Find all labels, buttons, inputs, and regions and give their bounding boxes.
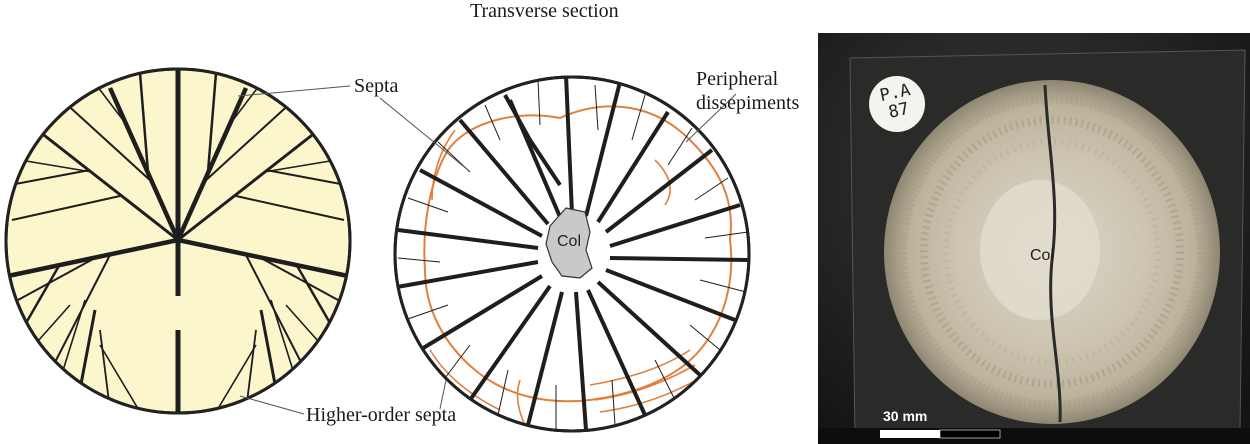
septum-major	[596, 280, 702, 377]
septum-higher	[215, 344, 257, 413]
septum-secondary	[20, 263, 62, 331]
septum-higher	[99, 344, 141, 413]
leader-line-septa	[237, 85, 351, 97]
septum-higher	[61, 99, 153, 183]
specimen-tag	[869, 76, 925, 132]
dissepiment-line	[429, 349, 501, 411]
septum-major	[609, 203, 741, 248]
leader-line-higher	[239, 395, 305, 415]
septa-schematic-diagram	[4, 67, 352, 415]
septum-major	[574, 291, 588, 431]
septum-major	[419, 168, 543, 238]
septum-major	[609, 256, 749, 262]
septum-minor	[397, 257, 441, 263]
scale-bar-white	[880, 430, 940, 438]
septum-minor	[704, 231, 749, 239]
septum-higher	[59, 299, 86, 381]
label-peripheral-dissepiments: Peripheral dissepiments	[696, 67, 799, 115]
septum-minor	[537, 79, 541, 126]
septum-secondary	[138, 72, 150, 173]
septum-minor	[407, 197, 449, 213]
septum-minor	[484, 104, 501, 141]
scale-bar-black	[939, 429, 1001, 439]
septum-higher	[270, 299, 297, 381]
leader-line-peripheral	[685, 93, 737, 143]
septum-higher	[19, 159, 93, 173]
septum-major	[526, 291, 564, 426]
label-higher-order-septa: Higher-order septa	[306, 404, 457, 426]
specimen-crack	[1043, 84, 1062, 423]
septum-minor	[699, 279, 747, 293]
septum-secondary	[177, 130, 317, 242]
septum-major	[397, 228, 539, 250]
septum-major	[396, 260, 539, 289]
septum-minor	[654, 359, 676, 401]
septum-higher	[265, 169, 347, 186]
septum-higher	[260, 257, 339, 301]
septum-minor	[611, 379, 616, 426]
septum-secondary	[39, 130, 179, 242]
label-peripheral-line2: dissepiments	[696, 92, 800, 114]
transverse-section-diagram	[393, 75, 751, 433]
septum-minor	[689, 324, 721, 351]
septum-secondary	[206, 72, 218, 173]
septum-minor	[444, 344, 471, 379]
septum-major	[564, 77, 574, 215]
septum-major	[468, 284, 552, 402]
septum-minor	[694, 177, 729, 201]
label-columella-diagram: Col	[556, 233, 581, 250]
dissepiment-line	[516, 379, 526, 426]
specimen-photo	[818, 33, 1250, 444]
septum-higher	[235, 195, 345, 221]
columella-shape	[545, 207, 593, 279]
septum-primary	[107, 87, 181, 241]
septum-higher	[263, 159, 337, 173]
dissepiment-line	[431, 129, 456, 201]
septum-higher	[203, 99, 295, 183]
septum-major	[458, 118, 550, 226]
figure-title: Transverse section	[470, 0, 619, 22]
dissepiment-line	[594, 364, 696, 401]
septum-major	[596, 110, 670, 224]
label-columella-photo: Col	[1030, 247, 1055, 264]
septum-minor	[594, 84, 599, 131]
septum-major	[605, 268, 736, 322]
septum-major	[503, 94, 562, 187]
label-septa: Septa	[354, 75, 399, 97]
leader-line-higher	[439, 379, 447, 410]
septum-major	[604, 148, 714, 234]
septum-major	[584, 81, 622, 217]
dissepiment-line	[599, 377, 701, 413]
dissepiment-line	[423, 105, 733, 403]
septum-minor	[404, 304, 449, 321]
septum-primary	[175, 87, 249, 241]
septum-minor	[497, 369, 509, 416]
septum-major	[418, 274, 544, 352]
septum-minor	[631, 94, 646, 141]
label-peripheral-line1: Peripheral	[696, 68, 779, 90]
septum-major	[586, 289, 647, 416]
scale-bar-label: 30 mm	[883, 408, 928, 424]
septum-secondary	[294, 263, 336, 331]
septum-higher	[11, 195, 121, 221]
leader-line-septa	[379, 97, 469, 171]
septum-higher	[17, 257, 96, 301]
septum-higher	[9, 169, 91, 186]
septum-minor	[667, 127, 693, 166]
